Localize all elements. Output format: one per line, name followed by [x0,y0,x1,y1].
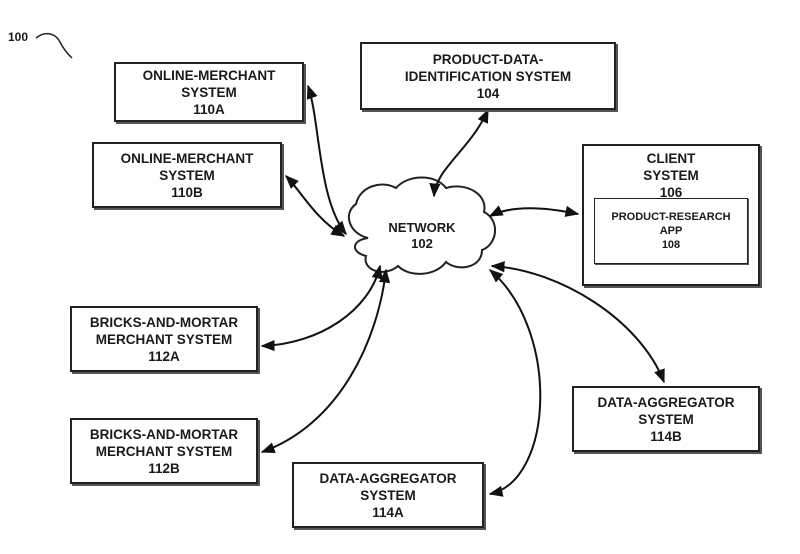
online-merchant-system-b: ONLINE-MERCHANT SYSTEM 110B [92,142,282,208]
node-line: SYSTEM [638,411,694,427]
app-ref: 108 [661,239,681,251]
figure-ref-label: 100 [8,30,29,44]
node-ref: 106 [659,185,683,200]
node-line: SYSTEM [360,487,416,503]
node-line: SYSTEM [643,168,699,183]
link-bm-a [260,264,383,352]
network-label: NETWORK 102 [372,220,472,252]
node-line: BRICKS-AND-MORTAR [89,314,239,330]
data-aggregator-system-a: DATA-AGGREGATOR SYSTEM 114A [292,462,484,528]
node-line: DATA-AGGREGATOR [597,394,735,410]
node-line: MERCHANT SYSTEM [95,443,233,459]
node-ref: 112A [148,348,180,364]
figure-ref-squiggle [35,32,73,59]
bricks-and-mortar-merchant-system-b: BRICKS-AND-MORTAR MERCHANT SYSTEM 112B [70,418,258,484]
node-line: BRICKS-AND-MORTAR [89,426,239,442]
node-line: ONLINE-MERCHANT [120,150,254,166]
node-ref: 112B [148,460,180,476]
node-ref: 110A [193,101,225,117]
link-da-a [488,269,542,497]
online-merchant-system-a: ONLINE-MERCHANT SYSTEM 110A [114,62,304,122]
app-line: APP [659,225,683,237]
node-line: IDENTIFICATION SYSTEM [404,68,572,84]
node-line: SYSTEM [159,167,215,183]
product-data-identification-system: PRODUCT-DATA- IDENTIFICATION SYSTEM 104 [360,42,616,110]
link-om-b [285,175,346,237]
network-title: NETWORK [388,220,456,235]
node-line: CLIENT [646,151,696,166]
link-client [488,205,580,217]
node-line: SYSTEM [181,84,237,100]
bricks-and-mortar-merchant-system-a: BRICKS-AND-MORTAR MERCHANT SYSTEM 112A [70,306,258,372]
node-ref: 114A [372,504,404,520]
network-ref: 102 [411,236,433,251]
link-pdis [429,108,489,198]
data-aggregator-system-b: DATA-AGGREGATOR SYSTEM 114B [572,386,760,452]
product-research-app: PRODUCT-RESEARCH APP 108 [594,198,748,264]
app-line: PRODUCT-RESEARCH [611,211,731,223]
node-line: MERCHANT SYSTEM [95,331,233,347]
node-ref: 110B [171,184,203,200]
node-line: ONLINE-MERCHANT [142,67,276,83]
node-ref: 104 [476,85,500,101]
node-ref: 114B [650,428,682,444]
link-bm-b [260,268,391,454]
node-line: DATA-AGGREGATOR [319,470,457,486]
node-line: PRODUCT-DATA- [432,51,544,67]
link-da-b [490,261,665,384]
link-om-a [306,84,347,236]
